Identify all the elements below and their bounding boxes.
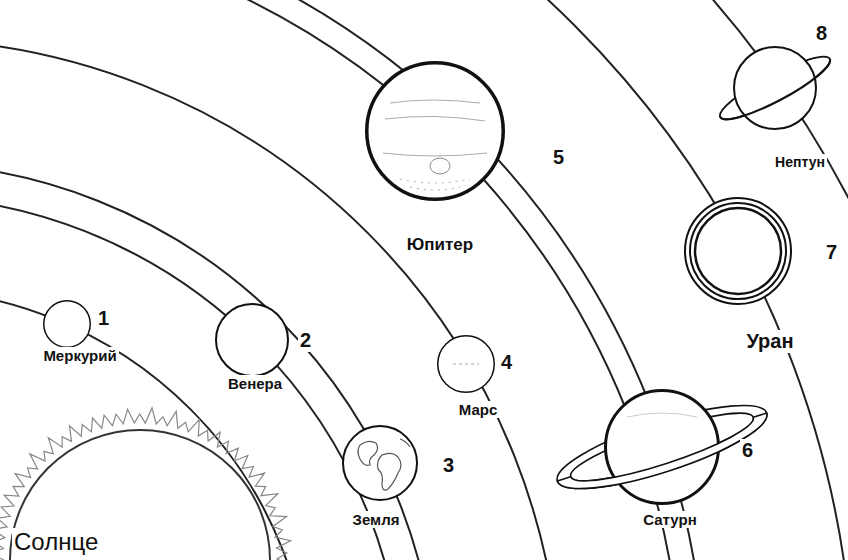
sun-label: Солнце: [12, 528, 100, 556]
callout-number: 5: [551, 146, 566, 169]
orbit: [0, 163, 437, 560]
planet-circle: Нептун8: [733, 46, 817, 130]
planet-drawing: [342, 425, 418, 501]
planet-label: Юпитер: [405, 235, 475, 255]
orbit: [0, 196, 404, 560]
orbit: [0, 0, 706, 560]
planet-circle: Меркурий1: [43, 300, 91, 348]
planet-drawing: [604, 389, 720, 505]
planet-label: Венера: [226, 375, 284, 392]
sun: Солнце: [10, 430, 270, 560]
planet-label: Земля: [351, 511, 402, 528]
callout-number: 4: [499, 351, 514, 374]
orbit: [0, 289, 311, 560]
planet-label: Марс: [457, 401, 500, 418]
planet-drawing: [365, 61, 505, 201]
orbit: [0, 39, 561, 560]
planet-label: Уран: [744, 330, 795, 353]
planet-drawing: [215, 303, 289, 377]
planet-label: Нептун: [773, 154, 827, 170]
callout-number: 1: [96, 307, 111, 330]
planet-circle: Юпитер5: [365, 61, 505, 201]
planet-circle: Уран7: [684, 197, 792, 305]
planet-label: Сатурн: [641, 511, 698, 528]
planet-label: Меркурий: [41, 347, 118, 364]
planet-drawing: [43, 300, 91, 348]
callout-number: 6: [740, 439, 755, 462]
planet-circle: Венера2: [215, 303, 289, 377]
planet-circle: Марс4: [437, 335, 495, 393]
callout-number: 3: [441, 454, 456, 477]
planet-drawing: [437, 335, 495, 393]
orbit: [0, 0, 682, 560]
callout-number: 7: [824, 241, 839, 264]
planet-circle: Сатурн6: [604, 389, 720, 505]
planet-drawing: [733, 46, 817, 130]
planet-drawing: [684, 197, 792, 305]
callout-number: 2: [298, 329, 313, 352]
callout-number: 8: [814, 22, 829, 45]
planet-circle: Земля3: [342, 425, 418, 501]
